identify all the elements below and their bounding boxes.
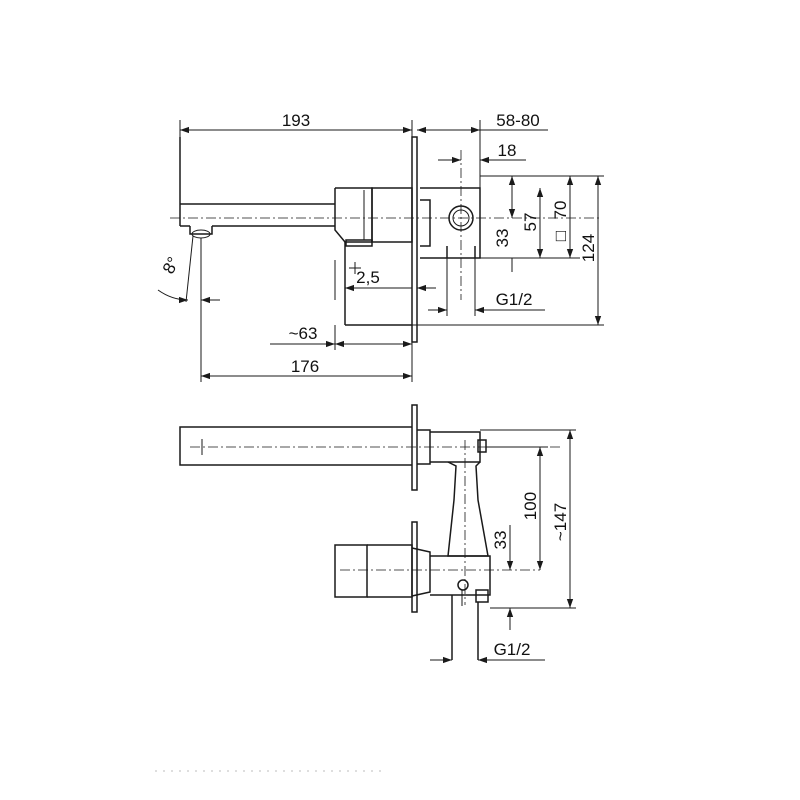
front-handle bbox=[334, 544, 540, 598]
dim-angle-label: 8° bbox=[159, 254, 183, 277]
dim-height-70: 70 □ bbox=[551, 176, 574, 258]
dim-front-height-147-label: ~147 bbox=[551, 503, 570, 541]
wall-plate bbox=[411, 136, 418, 343]
dim-spout-length: 193 bbox=[179, 111, 413, 137]
dim-handle-length: ~63 bbox=[270, 324, 413, 382]
dim-reach: 176 bbox=[200, 238, 412, 382]
dim-handle-length-label: ~63 bbox=[289, 324, 318, 343]
dim-front-height-100-label: 100 bbox=[521, 492, 540, 520]
dim-height-124-label: 124 bbox=[579, 234, 598, 262]
dim-height-57: 57 bbox=[521, 188, 544, 258]
mixer-body bbox=[334, 187, 413, 326]
dim-height-124: 124 bbox=[579, 176, 602, 325]
dim-thickness: 2,5 bbox=[334, 260, 436, 300]
dim-front-height-147: ~147 bbox=[480, 429, 576, 609]
dim-spout-length-label: 193 bbox=[282, 111, 310, 130]
dim-wall-depth-label: 58-80 bbox=[496, 111, 539, 130]
dim-offset-18-label: 18 bbox=[498, 141, 517, 160]
dim-reach-label: 176 bbox=[291, 357, 319, 376]
dim-front-connection-label: G1/2 bbox=[494, 640, 531, 659]
dim-thickness-label: 2,5 bbox=[356, 268, 380, 287]
dim-connection: G1/2 bbox=[428, 258, 545, 316]
dim-offset-18: 18 bbox=[438, 141, 526, 188]
dim-front-connection: G1/2 bbox=[430, 640, 545, 664]
dim-height-33: 33 bbox=[493, 176, 516, 272]
dim-angle: 8° bbox=[157, 235, 220, 304]
dim-front-height-100: 100 bbox=[486, 446, 548, 570]
dim-connection-label: G1/2 bbox=[496, 290, 533, 309]
front-embedded-body bbox=[417, 429, 491, 660]
front-view: 100 ~147 33 G1/2 bbox=[179, 404, 576, 664]
embedded-box bbox=[420, 187, 481, 259]
dim-height-57-label: 57 bbox=[521, 213, 540, 232]
spout-outline bbox=[179, 137, 335, 239]
dim-height-70-label: 70 bbox=[551, 201, 570, 220]
dim-front-height-33: 33 bbox=[491, 525, 514, 630]
front-wall-plate-upper bbox=[411, 404, 418, 491]
front-spout bbox=[179, 426, 560, 466]
top-view: 193 58-80 18 33 57 bbox=[157, 111, 604, 382]
dim-front-height-33-label: 33 bbox=[491, 531, 510, 550]
dim-height-33-label: 33 bbox=[493, 229, 512, 248]
square-plate-symbol: □ bbox=[551, 231, 570, 241]
